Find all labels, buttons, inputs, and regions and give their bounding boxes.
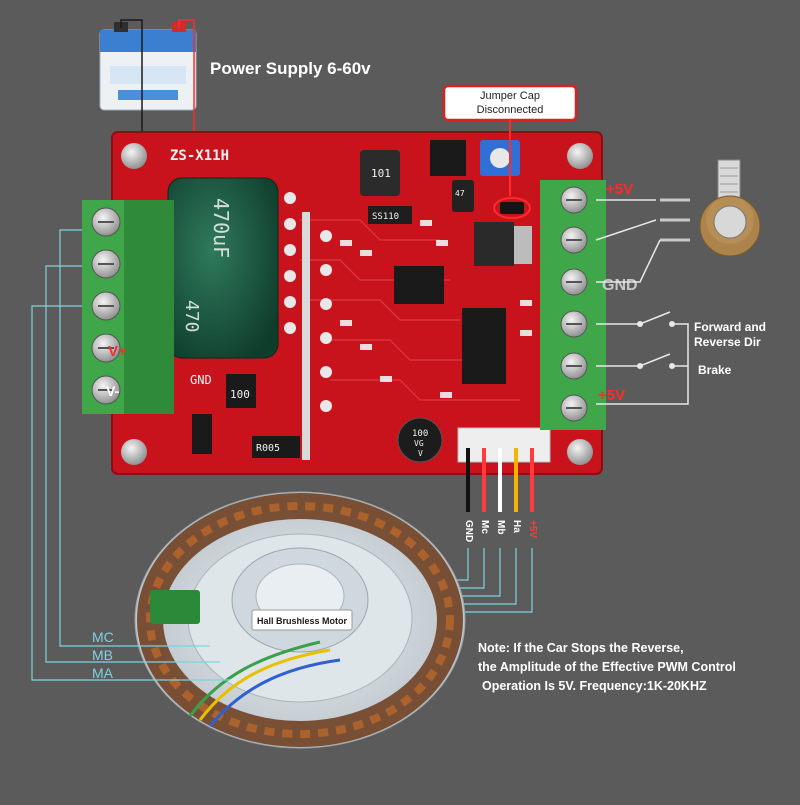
- hall-pin-label: Ha: [511, 520, 522, 533]
- smd-components: [340, 220, 532, 398]
- note-line3: Operation Is 5V. Frequency:1K-20KHZ: [482, 679, 707, 693]
- cap-main-line1: 100: [412, 429, 428, 439]
- screw-icon: [567, 439, 593, 465]
- inductor-label: 101: [371, 167, 391, 180]
- note-line2: the Amplitude of the Effective PWM Contr…: [478, 660, 736, 674]
- shunt-label: R005: [256, 443, 280, 454]
- main-capacitor: 470uF 470: [167, 177, 279, 359]
- ic-chip: [394, 266, 444, 304]
- power-supply-label: Power Supply 6-60v: [210, 59, 371, 78]
- resistor-label: 100: [230, 388, 250, 401]
- shunt-resistor: [252, 436, 300, 458]
- right-terminal-block: [540, 180, 606, 430]
- resistor: [226, 374, 256, 408]
- plus5v-bottom-label: +5V: [598, 387, 625, 404]
- motor-label: Hall Brushless Motor: [257, 616, 348, 626]
- potentiometer: [660, 159, 761, 257]
- inductor: [360, 150, 400, 196]
- switch: [192, 414, 212, 454]
- pot-wires: [595, 199, 661, 283]
- screw-icon: [567, 143, 593, 169]
- battery: [99, 22, 197, 111]
- phase-label: MA: [92, 665, 114, 681]
- board-gnd-label: GND: [190, 373, 212, 387]
- mosfet-tab: [514, 226, 532, 264]
- jumper-line2: Disconnected: [477, 104, 544, 116]
- jumper-highlight: [493, 197, 531, 219]
- driver-ic: [462, 308, 506, 384]
- phase-label: MB: [92, 647, 113, 663]
- ic-chip: [430, 140, 466, 176]
- hall-pin-label: +5V: [527, 520, 538, 538]
- mosfet: [474, 222, 514, 266]
- board-model: ZS-X11H: [170, 148, 229, 164]
- left-terminal-block: [82, 200, 174, 414]
- jumper-pins: [500, 202, 524, 214]
- small-capacitor: [452, 180, 474, 212]
- note-line1: Note: If the Car Stops the Reverse,: [478, 641, 684, 655]
- jumper-line1: Jumper Cap: [480, 90, 540, 102]
- diode-label: SS110: [372, 212, 399, 222]
- phase-wires: [31, 229, 230, 681]
- forward-reverse-label-2: Reverse Dir: [694, 335, 761, 349]
- terminal-vminus-label: V-: [106, 383, 120, 399]
- screw-icon: [121, 143, 147, 169]
- phase-labels: MC MB MA: [92, 629, 114, 681]
- small-cap-label: 47: [455, 189, 465, 198]
- note-block: Note: If the Car Stops the Reverse, the …: [478, 641, 736, 693]
- phase-label: MC: [92, 629, 114, 645]
- heatsink-bar: [302, 212, 310, 460]
- motor-label-box: [251, 609, 353, 631]
- cap-main-line2: VG: [414, 439, 424, 448]
- brake-label: Brake: [698, 363, 732, 377]
- forward-reverse-label-1: Forward and: [694, 320, 766, 334]
- cap-main-line3: V: [418, 449, 423, 458]
- terminal-vplus-label: V+: [108, 343, 127, 360]
- capacitor-value: 470uF: [209, 198, 233, 258]
- switch-contacts: [637, 321, 675, 369]
- hall-pin-label: GND: [463, 520, 474, 542]
- hall-sensor-board: [150, 590, 200, 624]
- hall-wires: [466, 448, 534, 512]
- diode: [368, 206, 412, 224]
- screw-icon: [121, 439, 147, 465]
- jumper-callout: Jumper Cap Disconnected: [442, 84, 578, 196]
- hall-pin-labels: GND Mc Mb Ha +5V: [463, 520, 538, 542]
- mosfet-array: [284, 192, 332, 412]
- hall-pin-label: Mb: [495, 520, 506, 534]
- capacitor-rating: 470: [181, 300, 202, 333]
- hall-connector: [457, 427, 551, 463]
- gnd-terminal-label: GND: [602, 277, 638, 294]
- brushless-motor: Hall Brushless Motor: [134, 491, 466, 749]
- hall-pin-label: Mc: [479, 520, 490, 534]
- electrolytic-capacitor: 100 VG V: [397, 417, 443, 463]
- plus5v-top-label: +5V: [606, 181, 633, 198]
- pcb-board: ZS-X11H 101 SS110 47 470uF: [111, 131, 603, 475]
